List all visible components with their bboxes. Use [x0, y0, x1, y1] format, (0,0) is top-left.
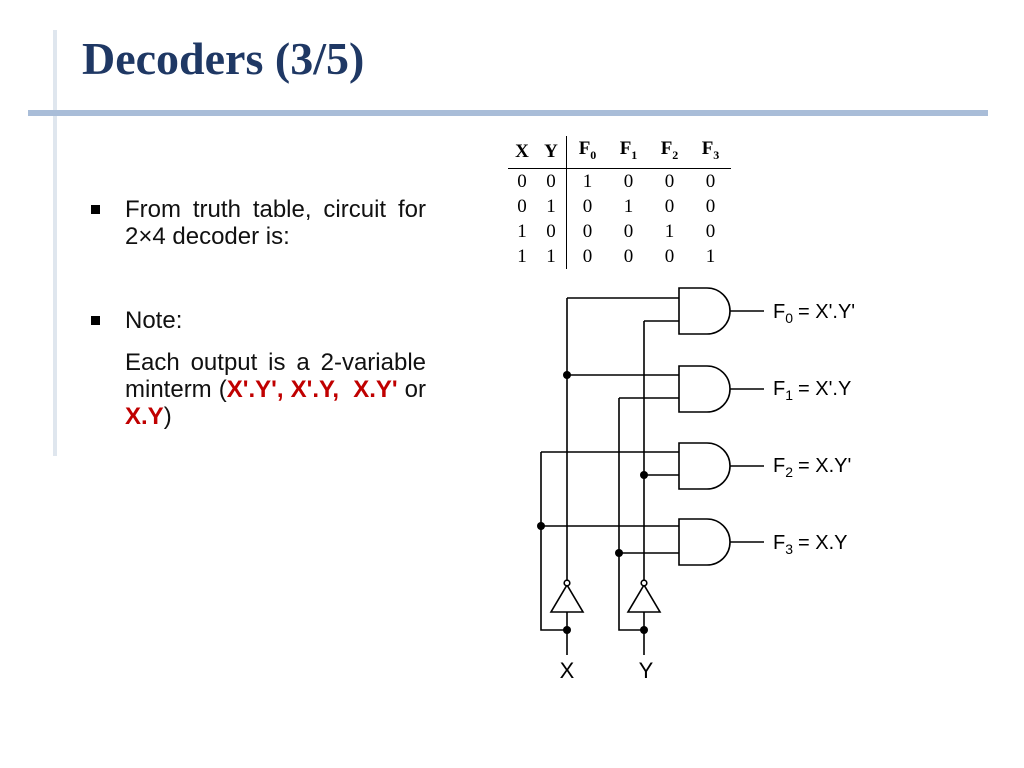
table-cell: 0 — [536, 218, 567, 244]
junction-dot — [563, 371, 571, 379]
junction-dot — [537, 522, 545, 530]
table-cell: 1 — [664, 220, 675, 242]
table-cell: 0 — [664, 195, 675, 217]
table-cell: 0 — [582, 195, 593, 217]
table-cell: 0 — [536, 168, 567, 194]
table-cell: 0 — [664, 245, 675, 267]
input-label-x: X — [560, 658, 575, 683]
table-cell: 0 — [705, 220, 716, 242]
note-or: or — [404, 376, 427, 403]
truth-table-header-cell: F1 — [608, 136, 649, 169]
table-cell: 0 — [582, 220, 593, 242]
output-label-f0: F0= X'.Y' — [773, 301, 855, 326]
title-underline — [28, 110, 988, 116]
table-cell: 1 — [536, 193, 567, 219]
table-cell: 1 — [623, 195, 634, 217]
table-cell: 0 — [623, 170, 634, 192]
truth-table-header-cell: X — [508, 136, 536, 169]
not-gate-x — [549, 583, 585, 613]
output-label-f3: F3= X.Y — [773, 532, 848, 557]
table-cell: 0 — [664, 170, 675, 192]
bullet-text: From truth table, circuit for 2×4 decode… — [125, 196, 426, 250]
output-label-f2: F2= X.Y' — [773, 455, 851, 480]
bullet-note: Note: — [88, 307, 426, 334]
bullet-truth-table: From truth table, circuit for 2×4 decode… — [88, 196, 426, 250]
output-label-f1: F1= X'.Y — [773, 378, 851, 403]
minterm-2: X'.Y, — [290, 376, 340, 403]
not-bubble-y — [640, 579, 648, 587]
y-bus — [618, 398, 644, 631]
bullet-text: Note: — [125, 307, 183, 334]
table-cell: 0 — [623, 220, 634, 242]
table-cell: 0 — [517, 170, 527, 192]
table-cell: 0 — [623, 245, 634, 267]
junction-dot — [640, 626, 648, 634]
bullet-list: From truth table, circuit for 2×4 decode… — [88, 196, 426, 430]
table-cell: 1 — [705, 245, 716, 267]
junction-dot — [615, 549, 623, 557]
truth-table-header-cell: F3 — [690, 136, 731, 169]
not-bubble-x — [563, 579, 571, 587]
table-cell: 1 — [517, 245, 527, 267]
junction-dot — [563, 626, 571, 634]
not-gate-y — [626, 583, 662, 613]
slide-title: Decoders (3/5) — [82, 33, 365, 84]
and-gate-1 — [678, 365, 731, 413]
and-gate-3 — [678, 518, 731, 566]
note-post: ) — [163, 403, 172, 430]
table-cell: 0 — [517, 195, 527, 217]
truth-table-header-cell: Y — [536, 136, 567, 169]
table-cell: 0 — [582, 245, 593, 267]
note-text: Each output is a 2-variable minterm (X'.… — [88, 349, 426, 430]
note-pre: Each output is a 2-variable minterm ( — [125, 349, 426, 403]
minterm-3: X.Y' — [353, 376, 398, 403]
and-gate-0 — [678, 287, 731, 335]
truth-table-header-cell: F0 — [566, 136, 608, 169]
table-cell: 0 — [705, 170, 716, 192]
table-cell: 1 — [517, 220, 527, 242]
left-accent-rule — [53, 30, 57, 456]
junction-dot — [640, 471, 648, 479]
minterm-4: X.Y — [125, 403, 164, 430]
input-label-y: Y — [639, 658, 654, 683]
table-cell: 1 — [536, 243, 567, 269]
x-bus — [540, 452, 567, 631]
and-gate-2 — [678, 442, 731, 490]
minterm-1: X'.Y', — [226, 376, 284, 403]
table-cell: 0 — [705, 195, 716, 217]
truth-table-header-cell: F2 — [649, 136, 690, 169]
table-cell: 1 — [582, 170, 593, 192]
